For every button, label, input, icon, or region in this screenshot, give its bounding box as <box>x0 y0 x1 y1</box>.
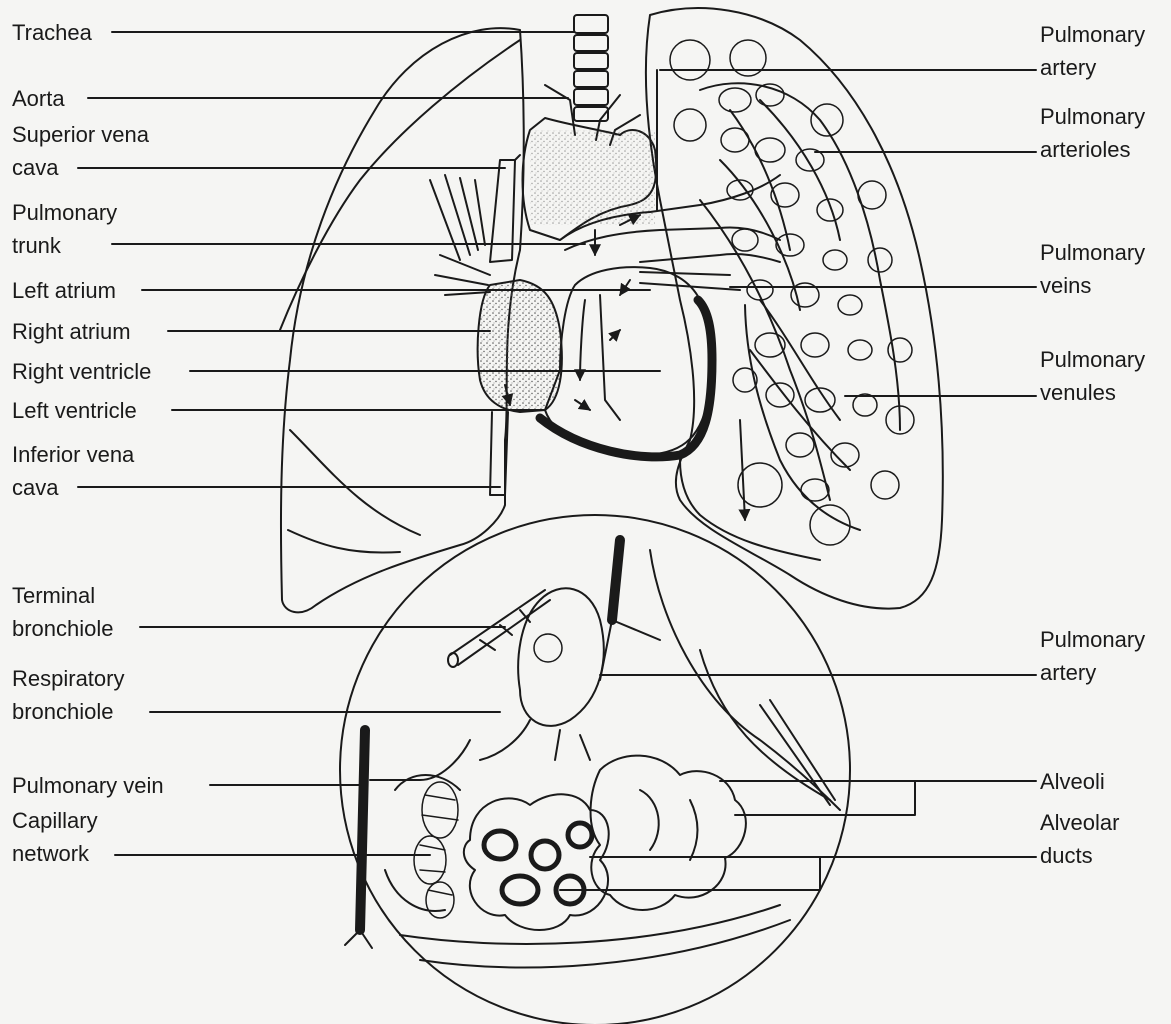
right-lung-fissure <box>280 40 520 330</box>
right-lung-fissure-2 <box>290 430 420 535</box>
pulmonary-lobule <box>518 588 604 726</box>
heart-ventricles <box>545 267 712 455</box>
pulmonary-vein-vessel <box>360 730 365 930</box>
magnified-acinus-circle <box>340 515 850 1024</box>
capillary-network <box>414 782 458 918</box>
leader-alveoli <box>735 781 1036 815</box>
heart-right-atrium <box>478 280 562 412</box>
trachea-ring <box>574 15 608 33</box>
superior-vena-cava <box>490 160 515 262</box>
pulmonary-vein-band <box>640 254 780 262</box>
pulmonary-artery-vessel <box>612 540 620 620</box>
alveoli-outer <box>591 756 746 910</box>
alveoli-cluster <box>464 794 609 930</box>
